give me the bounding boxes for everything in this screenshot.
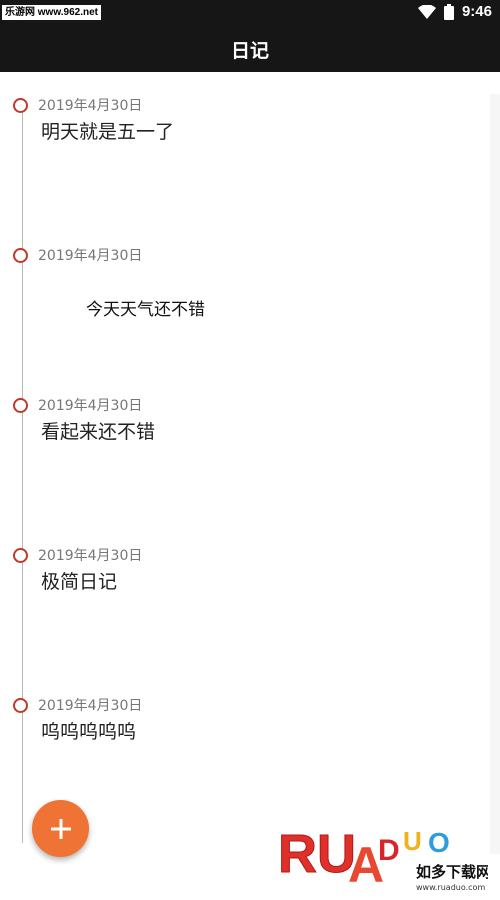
diary-entry[interactable]: 2019年4月30日 极简日记 [0, 548, 480, 698]
diary-entry[interactable]: 2019年4月30日 明天就是五一了 [0, 98, 480, 248]
svg-text:A: A [348, 837, 384, 893]
diary-entry[interactable]: 2019年4月30日 今天天气还不错 [0, 248, 480, 398]
svg-text:U: U [403, 826, 422, 856]
wifi-icon [417, 4, 436, 19]
timeline-dot-icon [13, 548, 28, 563]
svg-text:O: O [428, 827, 450, 858]
svg-text:www.ruaduo.com: www.ruaduo.com [416, 883, 485, 892]
entry-date: 2019年4月30日 [38, 548, 143, 564]
status-icons: 9:46 [417, 3, 492, 20]
entry-date: 2019年4月30日 [38, 98, 143, 114]
watermark-logo: RU A D U O 如多下载网 www.ruaduo.com [278, 824, 488, 894]
timeline-line [22, 108, 23, 843]
entry-text: 看起来还不错 [41, 421, 156, 443]
diary-entry[interactable]: 2019年4月30日 看起来还不错 [0, 398, 480, 548]
svg-text:D: D [378, 834, 400, 867]
timeline-dot-icon [13, 698, 28, 713]
page-title: 日记 [230, 39, 269, 62]
status-bar: 乐游网 www.962.net 9:46 [0, 0, 500, 26]
app-bar: 日记 [0, 26, 500, 72]
timeline-dot-icon [13, 248, 28, 263]
entry-text: 呜呜呜呜呜 [41, 721, 137, 743]
battery-icon [443, 3, 454, 20]
add-entry-button[interactable] [32, 800, 89, 857]
status-time: 9:46 [461, 3, 492, 20]
timeline-dot-icon [13, 98, 28, 113]
entry-date: 2019年4月30日 [38, 698, 143, 714]
entry-date: 2019年4月30日 [38, 398, 143, 414]
entry-text: 极简日记 [41, 571, 118, 593]
diary-entry[interactable]: 2019年4月30日 呜呜呜呜呜 [0, 698, 480, 848]
diary-timeline[interactable]: 2019年4月30日 明天就是五一了 2019年4月30日 今天天气还不错 20… [0, 72, 500, 900]
entry-date: 2019年4月30日 [38, 248, 143, 264]
timeline-dot-icon [13, 398, 28, 413]
svg-text:RU: RU [278, 824, 356, 884]
entry-text: 明天就是五一了 [41, 121, 175, 143]
plus-icon [50, 818, 71, 839]
svg-text:如多下载网: 如多下载网 [416, 863, 488, 881]
watermark-text: 乐游网 www.962.net [2, 5, 101, 20]
entry-text: 今天天气还不错 [86, 300, 205, 320]
scrollbar-track[interactable] [490, 94, 500, 854]
